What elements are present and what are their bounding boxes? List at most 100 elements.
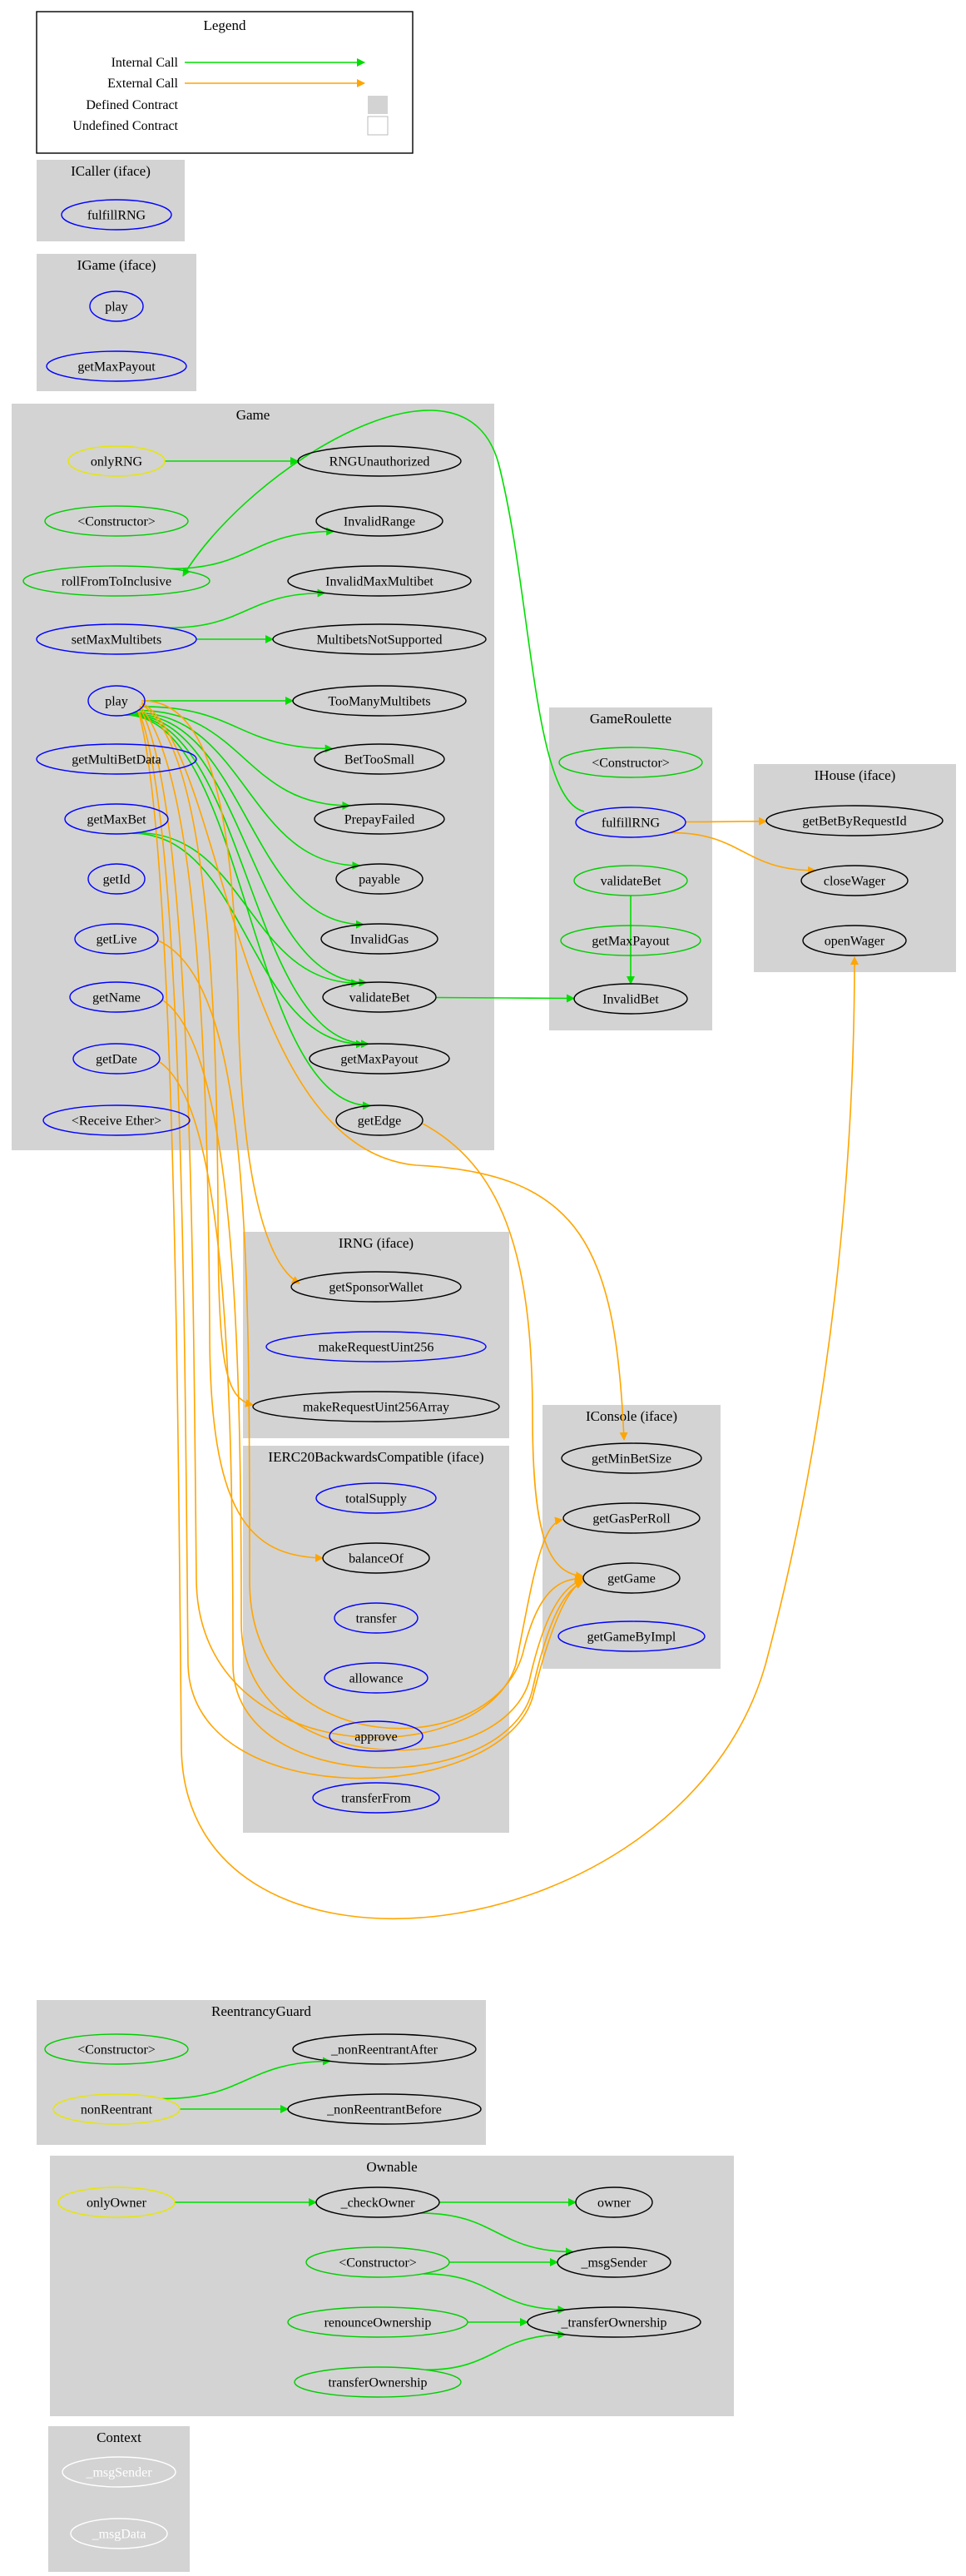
node-ow-renounceownership[interactable]: renounceOwnership <box>287 2306 468 2338</box>
node-erc-transferfrom[interactable]: transferFrom <box>312 1782 440 1814</box>
node-g-setmaxmultibets-ellipse <box>36 623 197 655</box>
node-gr-constructor[interactable]: <Constructor> <box>558 747 703 778</box>
node-g-getmaxbet-ellipse <box>64 803 169 835</box>
node-ic-getminbetsize[interactable]: getMinBetSize <box>561 1442 702 1474</box>
node-icaller-fulfillrng[interactable]: fulfillRNG <box>61 199 172 231</box>
node-g-toomanymultibets[interactable]: TooManyMultibets <box>292 685 467 717</box>
node-g-getname[interactable]: getName <box>69 981 164 1013</box>
node-ctx-msgdata[interactable]: _msgData <box>70 2518 168 2549</box>
node-ow-constructor[interactable]: <Constructor> <box>305 2246 450 2278</box>
node-erc-balanceof[interactable]: balanceOf <box>322 1542 430 1574</box>
node-g-rngunauthorized[interactable]: RNGUnauthorized <box>297 445 462 477</box>
node-g-getmaxbet[interactable]: getMaxBet <box>64 803 169 835</box>
node-ow-transferownership[interactable]: transferOwnership <box>294 2366 462 2398</box>
node-erc-approve[interactable]: approve <box>329 1720 424 1752</box>
node-g-getmultibetdata[interactable]: getMultiBetData <box>36 743 197 775</box>
node-g-getid[interactable]: getId <box>87 863 146 895</box>
node-ic-getminbetsize-label: getMinBetSize <box>592 1452 671 1467</box>
node-erc-approve-ellipse <box>329 1720 424 1752</box>
node-g-validatebet[interactable]: validateBet <box>322 981 437 1013</box>
node-g-receive-label: <Receive Ether> <box>72 1114 161 1129</box>
node-ow-msgsender[interactable]: _msgSender <box>557 2246 671 2278</box>
node-gr-getmaxpayout[interactable]: getMaxPayout <box>560 925 701 956</box>
node-ctx-msgdata-ellipse <box>70 2518 168 2549</box>
node-g-invalidmaxmultibet[interactable]: InvalidMaxMultibet <box>287 565 472 597</box>
node-gr-validatebet[interactable]: validateBet <box>573 865 688 896</box>
cluster-context: Context <box>48 2426 190 2572</box>
cluster-igame-box <box>37 254 196 391</box>
node-ih-openwager-ellipse <box>802 925 907 956</box>
node-ow-constructor-label: <Constructor> <box>339 2256 417 2271</box>
node-g-bettoosmall[interactable]: BetTooSmall <box>314 743 445 775</box>
node-g-onlyrng[interactable]: onlyRNG <box>67 445 166 477</box>
node-igame-play[interactable]: play <box>89 290 144 322</box>
node-ow-checkowner[interactable]: _checkOwner <box>315 2186 440 2218</box>
node-igame-getmaxpayout[interactable]: getMaxPayout <box>46 350 187 382</box>
node-ctx-msgsender[interactable]: _msgSender <box>62 2456 176 2488</box>
node-g-invalidgas[interactable]: InvalidGas <box>320 923 438 955</box>
node-ow-onlyowner[interactable]: onlyOwner <box>57 2186 176 2218</box>
external-call-edge-gr-fulfillrng-to-ih-getbetbyrequestid <box>685 816 768 826</box>
node-g-play[interactable]: play <box>87 685 146 717</box>
node-gr-invalidbet-ellipse <box>573 983 688 1015</box>
node-g-prepayfailed-label: PrepayFailed <box>344 813 414 827</box>
node-g-receive[interactable]: <Receive Ether> <box>42 1104 191 1136</box>
node-g-rollfromtoinclusive[interactable]: rollFromToInclusive <box>22 565 211 597</box>
node-ic-getgamebyimpl[interactable]: getGameByImpl <box>557 1621 706 1652</box>
node-irng-makerequestuint256[interactable]: makeRequestUint256 <box>265 1331 487 1362</box>
node-ow-owner[interactable]: owner <box>575 2186 653 2218</box>
node-g-getedge-ellipse <box>335 1104 424 1136</box>
node-ih-getbetbyrequestid[interactable]: getBetByRequestId <box>765 805 944 836</box>
external-call-edge-g-play-to-ic-getminbetsize <box>141 702 628 1441</box>
node-irng-makerequestuint256array[interactable]: makeRequestUint256Array <box>252 1391 500 1422</box>
node-g-prepayfailed[interactable]: PrepayFailed <box>314 803 445 835</box>
node-gr-validatebet-ellipse <box>573 865 688 896</box>
cluster-ierc20-label: IERC20BackwardsCompatible (iface) <box>268 1449 483 1465</box>
node-ow-renounceownership-label: renounceOwnership <box>324 2316 432 2330</box>
node-erc-allowance[interactable]: allowance <box>324 1662 429 1694</box>
node-ic-getgasperroll-ellipse <box>562 1502 701 1534</box>
node-irng-makerequestuint256array-ellipse <box>252 1391 500 1422</box>
node-g-payable[interactable]: payable <box>335 863 424 895</box>
legend-undefined-contract-swatch <box>367 116 389 136</box>
node-g-getlive[interactable]: getLive <box>74 923 159 955</box>
node-rg-nonreentrant[interactable]: nonReentrant <box>52 2093 181 2125</box>
node-ow-transferownership-internal[interactable]: _transferOwnership <box>527 2306 701 2338</box>
node-ih-closewager[interactable]: closeWager <box>800 865 909 896</box>
external-call-edge-g-play-to-erc-balanceof <box>139 705 324 1562</box>
node-rg-nonreentrantafter[interactable]: _nonReentrantAfter <box>292 2033 477 2065</box>
node-ic-getgame[interactable]: getGame <box>582 1562 681 1594</box>
node-g-invalidmaxmultibet-label: InvalidMaxMultibet <box>325 575 433 589</box>
cluster-ownable-label: Ownable <box>366 2159 417 2175</box>
external-call-edge-g-getname-to-ic-getgame <box>162 1000 583 1751</box>
node-erc-balanceof-label: balanceOf <box>349 1552 404 1566</box>
node-g-invalidrange-label: InvalidRange <box>344 515 415 529</box>
node-rg-nonreentrantbefore[interactable]: _nonReentrantBefore <box>287 2093 482 2125</box>
node-erc-transfer[interactable]: transfer <box>334 1602 419 1634</box>
node-erc-allowance-label: allowance <box>349 1672 404 1686</box>
node-rg-constructor[interactable]: <Constructor> <box>44 2033 189 2065</box>
node-g-setmaxmultibets[interactable]: setMaxMultibets <box>36 623 197 655</box>
node-g-multibetsnotsupported[interactable]: MultibetsNotSupported <box>272 623 487 655</box>
node-ow-constructor-ellipse <box>305 2246 450 2278</box>
node-g-getid-label: getId <box>103 873 131 887</box>
node-g-getmaxpayout[interactable]: getMaxPayout <box>309 1043 450 1075</box>
node-g-getedge[interactable]: getEdge <box>335 1104 424 1136</box>
node-g-getdate-label: getDate <box>96 1053 137 1067</box>
node-irng-getsponsorwallet[interactable]: getSponsorWallet <box>290 1271 462 1303</box>
legend-box <box>36 11 414 154</box>
node-rg-nonreentrantbefore-label: _nonReentrantBefore <box>326 2103 442 2117</box>
node-gr-invalidbet[interactable]: InvalidBet <box>573 983 688 1015</box>
node-g-play-label: play <box>105 695 128 709</box>
node-g-rollfromtoinclusive-ellipse <box>22 565 211 597</box>
node-ih-openwager[interactable]: openWager <box>802 925 907 956</box>
node-rg-nonreentrant-label: nonReentrant <box>81 2103 153 2117</box>
node-g-invalidrange[interactable]: InvalidRange <box>315 505 443 537</box>
node-erc-transferfrom-ellipse <box>312 1782 440 1814</box>
node-gr-fulfillrng[interactable]: fulfillRNG <box>575 807 686 838</box>
node-g-setmaxmultibets-label: setMaxMultibets <box>72 633 161 648</box>
node-g-getdate[interactable]: getDate <box>72 1043 161 1075</box>
node-erc-totalsupply[interactable]: totalSupply <box>315 1482 437 1514</box>
node-g-constructor[interactable]: <Constructor> <box>44 505 189 537</box>
node-ic-getgasperroll[interactable]: getGasPerRoll <box>562 1502 701 1534</box>
